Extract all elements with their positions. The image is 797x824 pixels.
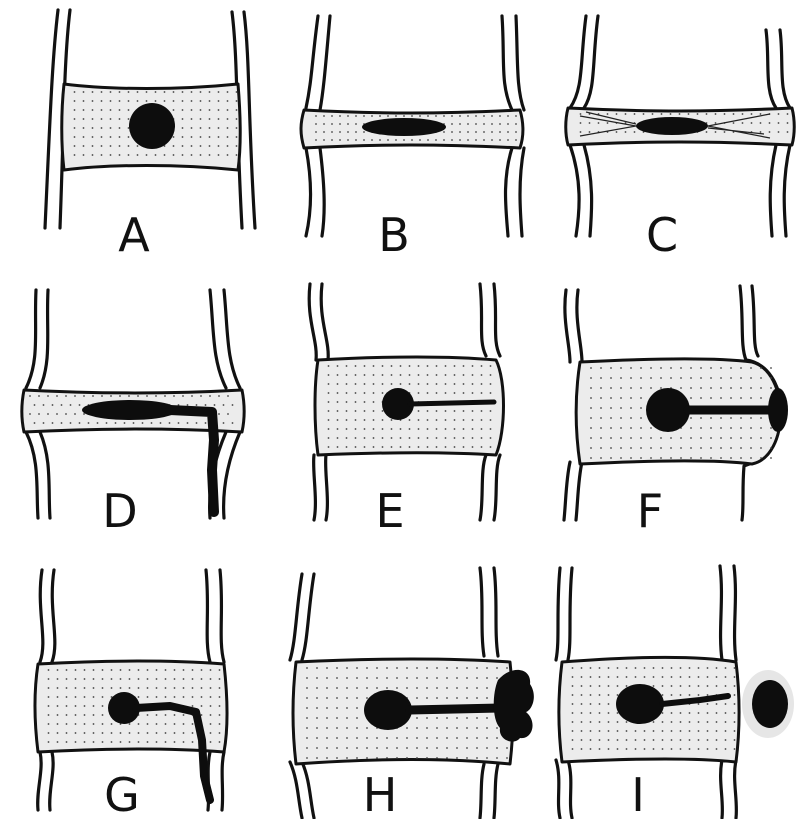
tail-strand xyxy=(410,708,500,710)
panel-f-drawing xyxy=(564,286,788,520)
panel-c-drawing xyxy=(566,16,795,236)
panel-e-drawing xyxy=(309,284,503,520)
chromosomes xyxy=(82,400,178,420)
tail-strand xyxy=(410,402,494,404)
panel-label-h: H xyxy=(320,770,440,820)
tail-knob xyxy=(768,388,788,432)
panel-label-i: I xyxy=(578,770,698,820)
nucleus xyxy=(129,103,175,149)
panel-label-f: F xyxy=(590,486,710,536)
panel-label-b: B xyxy=(334,210,454,260)
nucleus xyxy=(646,388,690,432)
panel-label-a: A xyxy=(74,210,194,260)
nucleus xyxy=(364,690,412,730)
panel-a-drawing xyxy=(45,10,255,228)
detached-bud xyxy=(752,680,788,728)
panel-label-d: D xyxy=(60,486,180,536)
nucleus xyxy=(616,684,664,724)
panel-label-e: E xyxy=(330,486,450,536)
chromosomes xyxy=(362,118,446,136)
panel-b-drawing xyxy=(301,16,524,236)
panel-label-g: G xyxy=(62,770,182,820)
panel-label-c: C xyxy=(602,210,722,260)
chromosomes xyxy=(636,117,708,135)
